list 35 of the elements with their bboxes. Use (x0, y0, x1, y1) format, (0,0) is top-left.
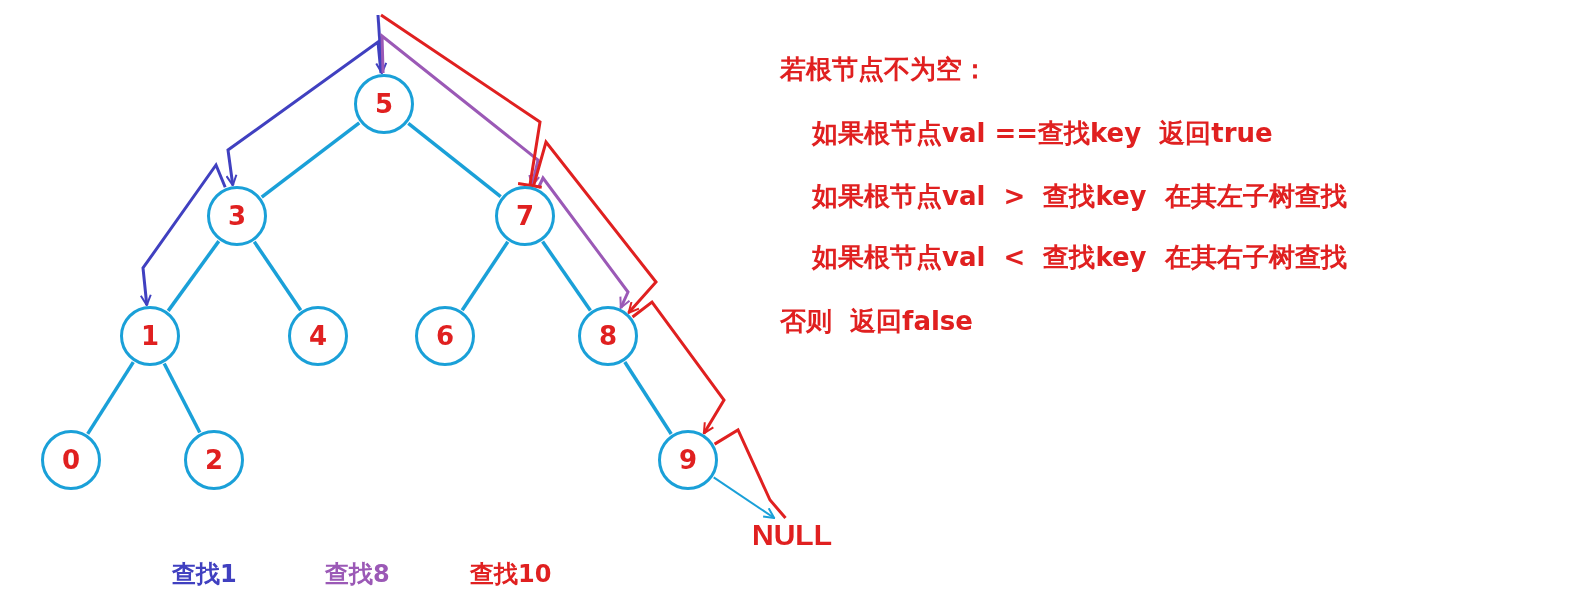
search-path-arrow (139, 161, 227, 307)
tree-node-circle: 4 (288, 306, 348, 366)
tree-edge (166, 240, 221, 312)
rule-text: 若根节点不为空： (780, 54, 988, 86)
legend-text: 查找8 (325, 559, 390, 590)
tree-edge (252, 240, 303, 312)
tree-edge (407, 121, 502, 199)
null-label: NULL (752, 520, 832, 550)
tree-edge (86, 361, 135, 435)
arrow (712, 476, 776, 519)
search-path-arrow (631, 299, 726, 435)
tree-node-circle: 6 (415, 306, 475, 366)
tree-node-circle: 2 (184, 430, 244, 490)
legend-text: 查找10 (470, 559, 552, 590)
rule-text: 否则 返回false (780, 306, 973, 338)
tree-edge (460, 240, 510, 312)
tree-edge (541, 240, 592, 312)
tree-node-circle: 1 (120, 306, 180, 366)
tree-node-circle: 5 (354, 74, 414, 134)
search-path-arrow (532, 138, 658, 314)
tree-node-circle: 7 (495, 186, 555, 246)
legend-text: 查找1 (172, 559, 237, 590)
tree-node-circle: 9 (658, 430, 718, 490)
tree-node-circle: 0 (41, 430, 101, 490)
tree-edge (162, 362, 202, 434)
search-path-arrow (375, 14, 388, 75)
tree-edge (260, 121, 361, 199)
search-path-arrow (225, 39, 383, 187)
rule-text: 如果根节点val ==查找key 返回true (812, 118, 1273, 150)
tree-node-circle: 3 (207, 186, 267, 246)
search-path-arrow (536, 175, 631, 309)
tree-edge (623, 361, 673, 435)
tree-node-circle: 8 (578, 306, 638, 366)
rule-text: 如果根节点val > 查找key 在其左子树查找 (812, 181, 1347, 213)
rule-text: 如果根节点val < 查找key 在其右子树查找 (812, 242, 1347, 274)
